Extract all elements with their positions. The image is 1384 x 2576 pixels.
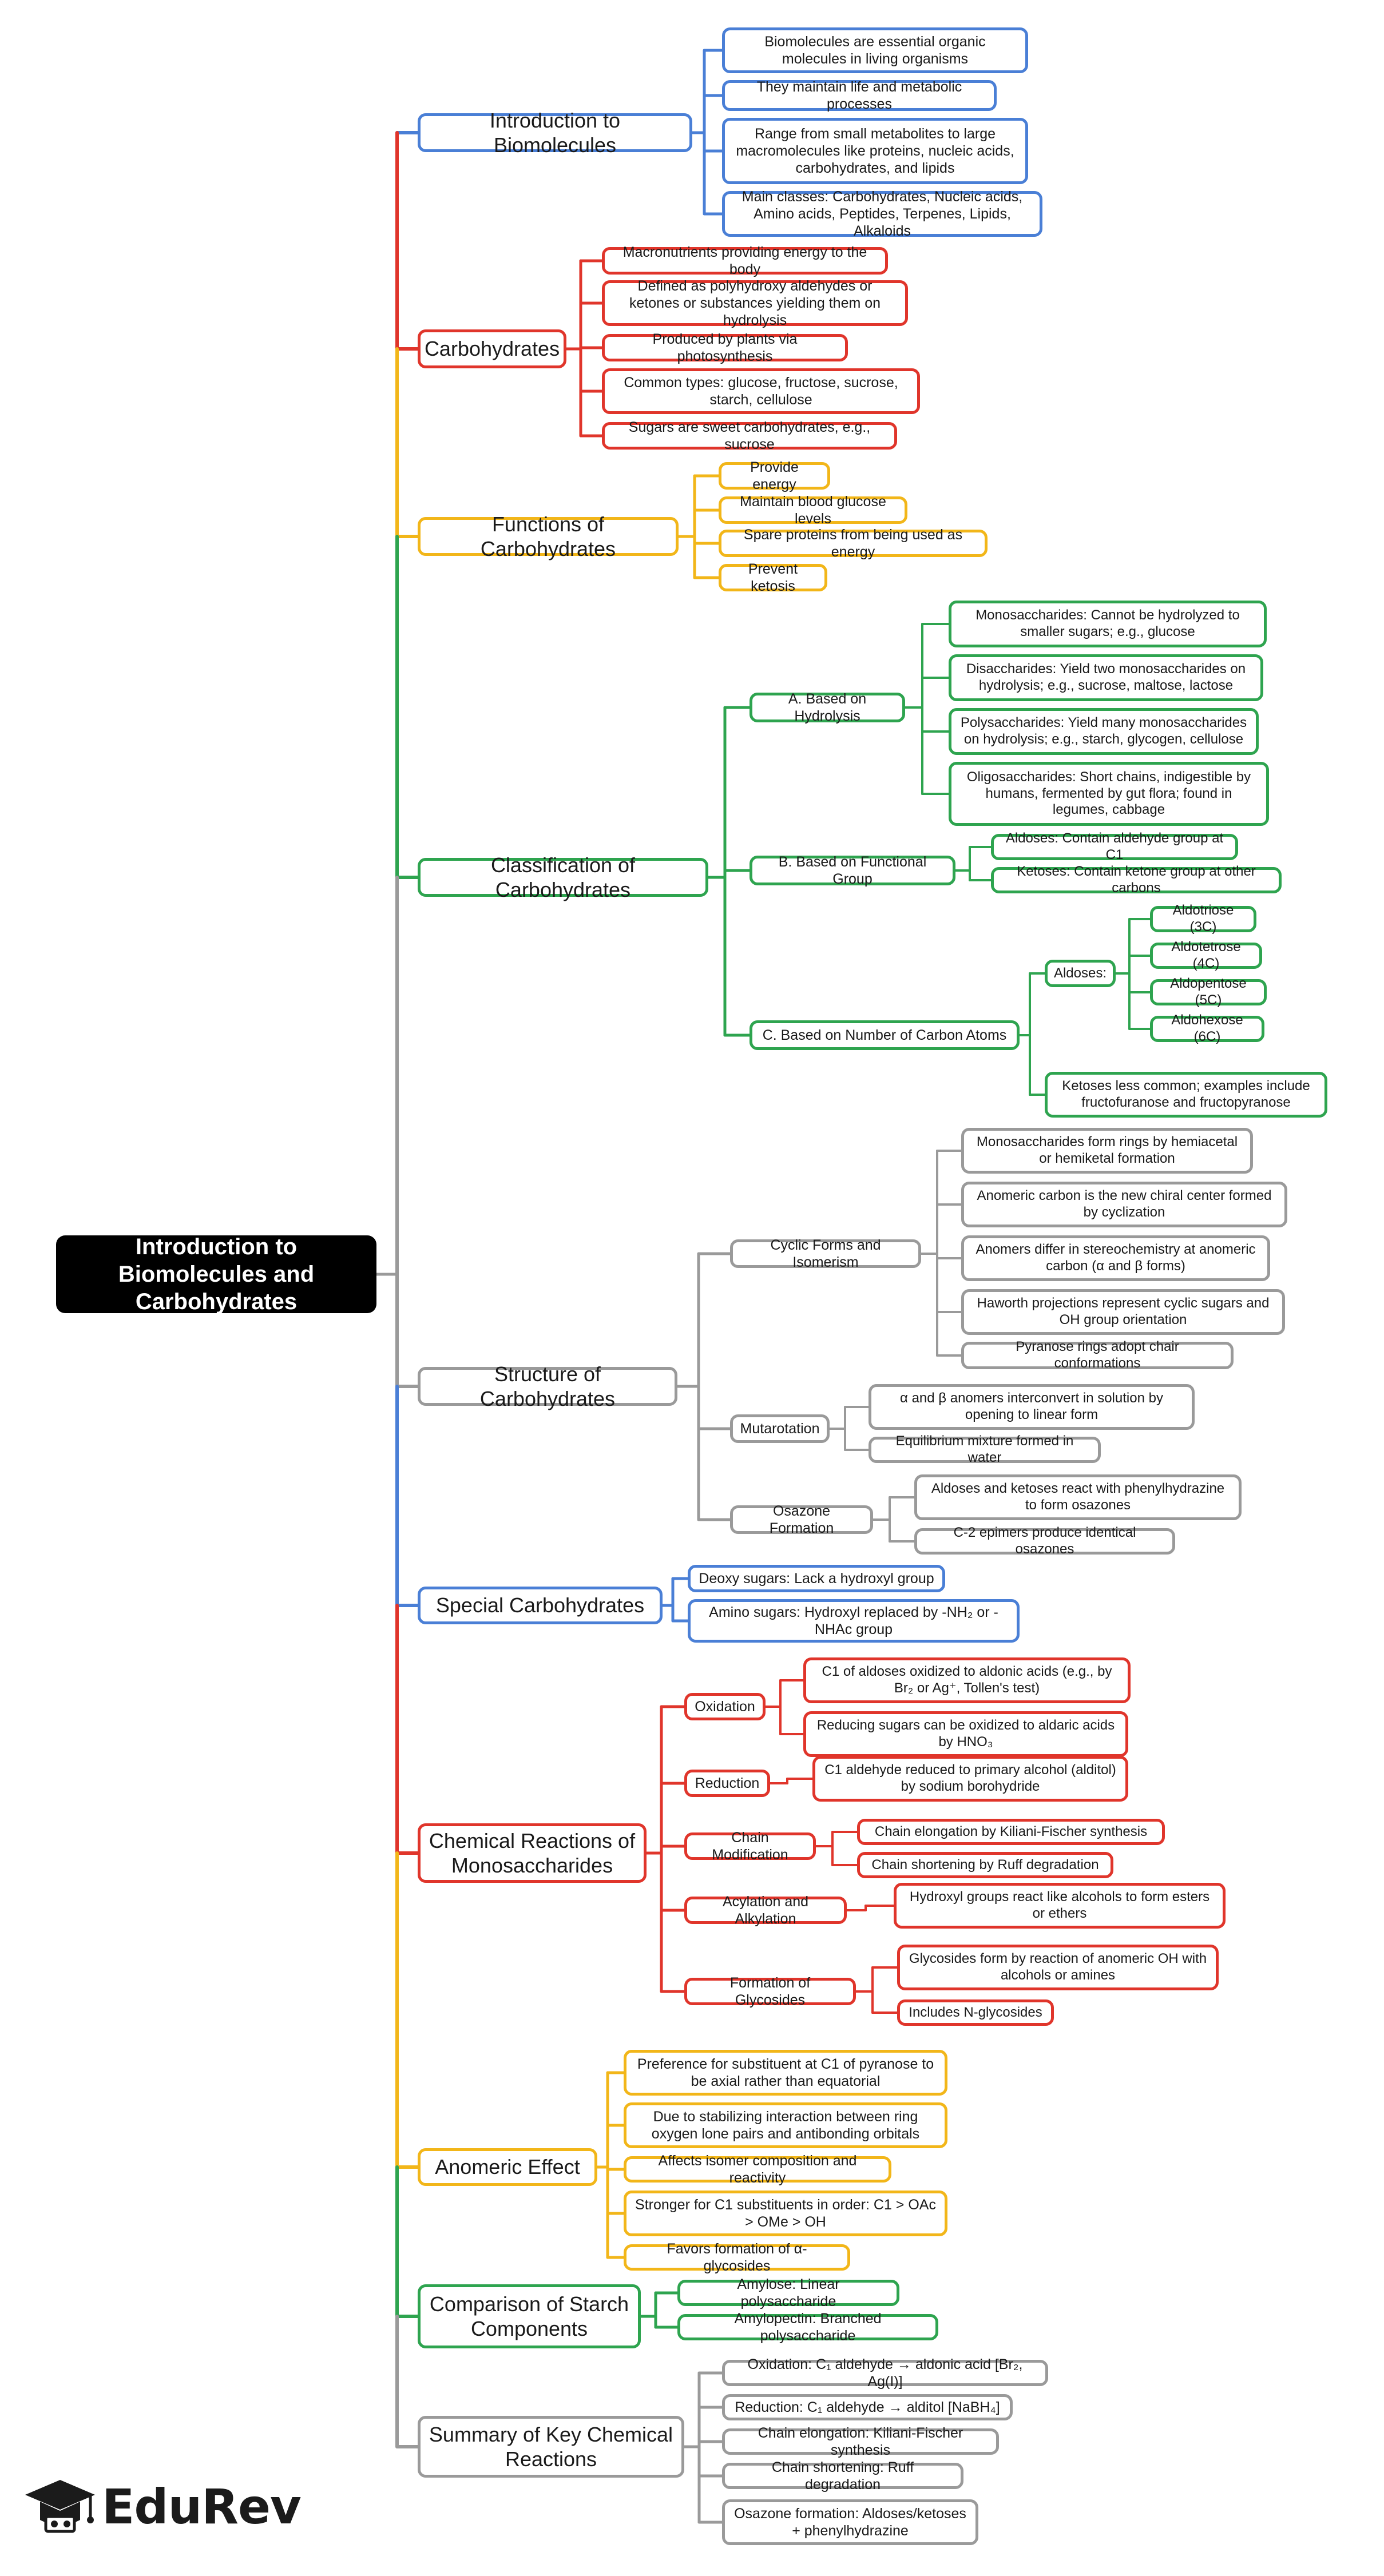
branch-classification-of-carbohydrates: Classification of Carbohydrates xyxy=(418,853,708,901)
node-aldohexose-6c: Aldohexose (6C) xyxy=(1150,1012,1264,1044)
node-glycosides-form-by-reaction-of-anomeric-: Glycosides form by reaction of anomeric … xyxy=(897,1945,1219,1990)
node-preference-for-substituent-at-c1-of-pyra: Preference for substituent at C1 of pyra… xyxy=(624,2050,947,2096)
branch-special-carbohydrates: Special Carbohydrates xyxy=(418,1587,663,1624)
node-monosaccharides-form-rings-by-hemiacetal: Monosaccharides form rings by hemiacetal… xyxy=(961,1128,1253,1174)
node-c-based-on-number-of-carbon-atoms: C. Based on Number of Carbon Atoms xyxy=(749,1020,1020,1050)
branch-functions-of-carbohydrates: Functions of Carbohydrates xyxy=(418,512,679,560)
branch-structure-of-carbohydrates: Structure of Carbohydrates xyxy=(418,1362,677,1410)
branch-introduction-to-biomolecules: Introduction to Biomolecules xyxy=(418,109,692,157)
node-stronger-for-c1-substituents-in-order-c1: Stronger for C1 substituents in order: C… xyxy=(624,2191,947,2236)
node-amylose-linear-polysaccharide: Amylose: Linear polysaccharide xyxy=(677,2276,899,2309)
node-hydroxyl-groups-react-like-alcohols-to-f: Hydroxyl groups react like alcohols to f… xyxy=(894,1883,1226,1929)
node-aldopentose-5c: Aldopentose (5C) xyxy=(1150,976,1267,1008)
node-biomolecules-are-essential-organic-molec: Biomolecules are essential organic molec… xyxy=(722,27,1028,73)
node-chain-shortening-ruff-degradation: Chain shortening: Ruff degradation xyxy=(722,2459,963,2492)
node-sugars-are-sweet-carbohydrates-e-g-sucro: Sugars are sweet carbohydrates, e.g., su… xyxy=(602,419,897,452)
node-oxidation-c-aldehyde-aldonic-acid-br-ag-: Oxidation: C₁ aldehyde → aldonic acid [B… xyxy=(722,2356,1048,2390)
node-favors-formation-of-glycosides: Favors formation of α-glycosides xyxy=(624,2241,850,2274)
node-cyclic-forms-and-isomerism: Cyclic Forms and Isomerism xyxy=(730,1237,921,1270)
node-aldoses-and-ketoses-react-with-phenylhyd: Aldoses and ketoses react with phenylhyd… xyxy=(914,1474,1242,1520)
node-oxidation: Oxidation xyxy=(684,1693,766,1720)
node-polysaccharides-yield-many-monosaccharid: Polysaccharides: Yield many monosacchari… xyxy=(949,708,1259,755)
node-aldotriose-3c: Aldotriose (3C) xyxy=(1150,903,1256,935)
root-node: Introduction to Biomolecules and Carbohy… xyxy=(56,1234,376,1314)
node-c1-of-aldoses-oxidized-to-aldonic-acids-: C1 of aldoses oxidized to aldonic acids … xyxy=(803,1657,1131,1703)
node-common-types-glucose-fructose-sucrose-st: Common types: glucose, fructose, sucrose… xyxy=(602,368,920,414)
node-b-based-on-functional-group: B. Based on Functional Group xyxy=(749,854,955,887)
node-chain-modification: Chain Modification xyxy=(684,1830,816,1863)
node-prevent-ketosis: Prevent ketosis xyxy=(719,561,827,594)
node-range-from-small-metabolites-to-large-ma: Range from small metabolites to large ma… xyxy=(722,118,1028,184)
node-produced-by-plants-via-photosynthesis: Produced by plants via photosynthesis xyxy=(602,331,848,364)
node-includes-n-glycosides: Includes N-glycosides xyxy=(897,1999,1054,2026)
node-deoxy-sugars-lack-a-hydroxyl-group: Deoxy sugars: Lack a hydroxyl group xyxy=(688,1565,945,1592)
node-chain-elongation-by-kiliani-fischer-synt: Chain elongation by Kiliani-Fischer synt… xyxy=(857,1819,1165,1845)
node-monosaccharides-cannot-be-hydrolyzed-to-: Monosaccharides: Cannot be hydrolyzed to… xyxy=(949,601,1267,647)
node-aldotetrose-4c: Aldotetrose (4C) xyxy=(1150,939,1262,971)
graduation-cap-icon xyxy=(25,2480,95,2533)
node-provide-energy: Provide energy xyxy=(719,459,830,492)
node-aldoses: Aldoses: xyxy=(1045,960,1116,987)
node-macronutrients-providing-energy-to-the-b: Macronutrients providing energy to the b… xyxy=(602,244,888,277)
node-formation-of-glycosides: Formation of Glycosides xyxy=(684,1975,856,2008)
logo-text: EduRev xyxy=(102,2479,302,2535)
node-and-anomers-interconvert-in-solution-by-: α and β anomers interconvert in solution… xyxy=(869,1384,1195,1430)
node-anomeric-carbon-is-the-new-chiral-center: Anomeric carbon is the new chiral center… xyxy=(961,1182,1287,1227)
node-pyranose-rings-adopt-chair-conformations: Pyranose rings adopt chair conformations xyxy=(961,1339,1234,1371)
node-ketoses-less-common-examples-include-fru: Ketoses less common; examples include fr… xyxy=(1045,1072,1327,1118)
node-mutarotation: Mutarotation xyxy=(730,1414,830,1443)
node-aldoses-contain-aldehyde-group-at-c1: Aldoses: Contain aldehyde group at C1 xyxy=(991,830,1238,862)
node-reducing-sugars-can-be-oxidized-to-aldar: Reducing sugars can be oxidized to aldar… xyxy=(803,1711,1128,1757)
node-c-2-epimers-produce-identical-osazones: C-2 epimers produce identical osazones xyxy=(914,1525,1175,1557)
node-c1-aldehyde-reduced-to-primary-alcohol-a: C1 aldehyde reduced to primary alcohol (… xyxy=(812,1756,1128,1802)
node-they-maintain-life-and-metabolic-process: They maintain life and metabolic process… xyxy=(722,79,997,112)
node-osazone-formation-aldoses-ketoses-phenyl: Osazone formation: Aldoses/ketoses + phe… xyxy=(722,2499,978,2545)
node-haworth-projections-represent-cyclic-sug: Haworth projections represent cyclic sug… xyxy=(961,1289,1285,1335)
node-acylation-and-alkylation: Acylation and Alkylation xyxy=(684,1894,847,1927)
branch-summary-of-key-chemical-reactions: Summary of Key Chemical Reactions xyxy=(418,2416,684,2478)
node-a-based-on-hydrolysis: A. Based on Hydrolysis xyxy=(749,691,905,724)
node-spare-proteins-from-being-used-as-energy: Spare proteins from being used as energy xyxy=(719,527,988,560)
branch-anomeric-effect: Anomeric Effect xyxy=(418,2148,597,2186)
branch-chemical-reactions-of-monosaccharides: Chemical Reactions of Monosaccharides xyxy=(418,1823,647,1883)
node-amylopectin-branched-polysaccharide: Amylopectin: Branched polysaccharide xyxy=(677,2311,938,2344)
node-equilibrium-mixture-formed-in-water: Equilibrium mixture formed in water xyxy=(869,1433,1101,1465)
branch-carbohydrates: Carbohydrates xyxy=(418,329,566,368)
node-reduction-c-aldehyde-alditol-nabh: Reduction: C₁ aldehyde → alditol [NaBH₄] xyxy=(722,2394,1013,2420)
edurev-logo: EduRev xyxy=(23,2470,302,2544)
node-reduction: Reduction xyxy=(684,1770,770,1797)
node-chain-elongation-kiliani-fischer-synthes: Chain elongation: Kiliani-Fischer synthe… xyxy=(722,2425,999,2458)
node-chain-shortening-by-ruff-degradation: Chain shortening by Ruff degradation xyxy=(857,1852,1113,1878)
node-maintain-blood-glucose-levels: Maintain blood glucose levels xyxy=(719,494,907,527)
node-due-to-stabilizing-interaction-between-r: Due to stabilizing interaction between r… xyxy=(624,2102,947,2148)
node-main-classes-carbohydrates-nucleic-acids: Main classes: Carbohydrates, Nucleic aci… xyxy=(722,189,1042,239)
node-amino-sugars-hydroxyl-replaced-by-nh-or-: Amino sugars: Hydroxyl replaced by -NH₂ … xyxy=(688,1599,1020,1643)
node-affects-isomer-composition-and-reactivit: Affects isomer composition and reactivit… xyxy=(624,2153,891,2186)
node-osazone-formation: Osazone Formation xyxy=(730,1503,873,1536)
node-oligosaccharides-short-chains-indigestib: Oligosaccharides: Short chains, indigest… xyxy=(949,762,1269,826)
node-anomers-differ-in-stereochemistry-at-ano: Anomers differ in stereochemistry at ano… xyxy=(961,1235,1270,1281)
node-disaccharides-yield-two-monosaccharides-: Disaccharides: Yield two monosaccharides… xyxy=(949,654,1263,701)
node-defined-as-polyhydroxy-aldehydes-or-keto: Defined as polyhydroxy aldehydes or keto… xyxy=(602,278,908,328)
node-ketoses-contain-ketone-group-at-other-ca: Ketoses: Contain ketone group at other c… xyxy=(991,864,1282,896)
branch-comparison-of-starch-components: Comparison of Starch Components xyxy=(418,2284,641,2348)
